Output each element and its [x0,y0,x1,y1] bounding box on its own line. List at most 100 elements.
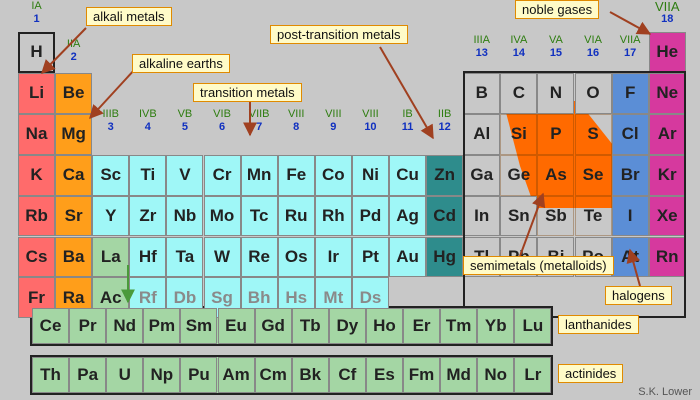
group-roman: VA [549,34,563,46]
element-pa: Pa [69,357,107,393]
element-au: Au [389,236,427,278]
element-er: Er [403,308,441,344]
element-np: Np [143,357,181,393]
element-co: Co [314,154,352,196]
element-ho: Ho [365,308,403,344]
element-w: W [203,236,241,278]
element-v: V [166,154,204,196]
element-na: Na [18,113,56,155]
element-s: S [574,113,612,155]
element-gd: Gd [254,308,292,344]
group-roman: VIB [213,108,231,120]
element-ca: Ca [55,154,93,196]
element-ar: Ar [648,113,686,155]
element-fm: Fm [403,357,441,393]
group-number: 9 [330,121,337,133]
element-cr: Cr [203,154,241,196]
group-number: 5 [181,121,188,133]
element-ba: Ba [55,236,93,278]
group-number: 7 [256,121,263,133]
element-rh: Rh [314,195,352,237]
element-se: Se [574,154,612,196]
callout-actinides: actinides [558,364,624,383]
element-eu: Eu [217,308,255,344]
element-no: No [477,357,515,393]
element-al: Al [463,113,501,155]
group-number: 1 [33,13,40,25]
element-th: Th [32,357,70,393]
group-roman: VIII [325,108,342,120]
element-pu: Pu [180,357,218,393]
element-cs: Cs [18,236,56,278]
group-number: 3 [107,121,114,133]
element-es: Es [365,357,403,393]
element-mn: Mn [240,154,278,196]
element-ne: Ne [648,72,686,114]
element-rb: Rb [18,195,56,237]
callout-alkaline-earths: alkaline earths [132,54,230,73]
element-am: Am [217,357,255,393]
element-tc: Tc [240,195,278,237]
element-yb: Yb [477,308,515,344]
element-si: Si [500,113,538,155]
group-number: 8 [293,121,300,133]
element-kr: Kr [648,154,686,196]
element-sr: Sr [55,195,93,237]
element-la: La [92,236,130,278]
element-li: Li [18,72,56,114]
group-number: 18 [661,13,674,25]
group-number: 12 [438,121,451,133]
element-mo: Mo [203,195,241,237]
group-number: 4 [144,121,151,133]
element-h: H [18,32,56,73]
element-ru: Ru [277,195,315,237]
element-u: U [106,357,144,393]
element-in: In [463,195,501,237]
element-as: As [537,154,575,196]
group-roman: VB [177,108,193,120]
element-pm: Pm [143,308,181,344]
group-roman: VIIA [654,0,680,14]
element-bk: Bk [291,357,329,393]
element-tb: Tb [291,308,329,344]
group-number: 14 [512,47,525,59]
callout-transition-metals: transition metals [193,83,302,102]
element-zr: Zr [129,195,167,237]
callout-semimetals: semimetals (metalloids) [463,256,614,275]
element-lu: Lu [514,308,552,344]
element-br: Br [611,154,649,196]
element-be: Be [55,72,93,114]
element-cm: Cm [254,357,292,393]
element-fe: Fe [277,154,315,196]
group-roman: IVB [138,108,157,120]
element-nb: Nb [166,195,204,237]
element-b: B [463,72,501,114]
element-tm: Tm [440,308,478,344]
element-sc: Sc [92,154,130,196]
element-sb: Sb [537,195,575,237]
group-number: 15 [549,47,563,59]
group-roman: VIII [287,108,305,120]
element-ce: Ce [32,308,70,344]
element-i: I [611,195,649,237]
element-hg: Hg [426,236,464,278]
element-ga: Ga [463,154,501,196]
group-roman: IA [31,0,42,12]
element-y: Y [92,195,130,237]
element-rn: Rn [648,236,686,278]
element-o: O [574,72,612,114]
group-roman: VIIA [619,34,641,46]
element-hf: Hf [129,236,167,278]
element-pd: Pd [351,195,389,237]
element-zn: Zn [426,154,464,196]
callout-alkali-metals: alkali metals [86,7,172,26]
